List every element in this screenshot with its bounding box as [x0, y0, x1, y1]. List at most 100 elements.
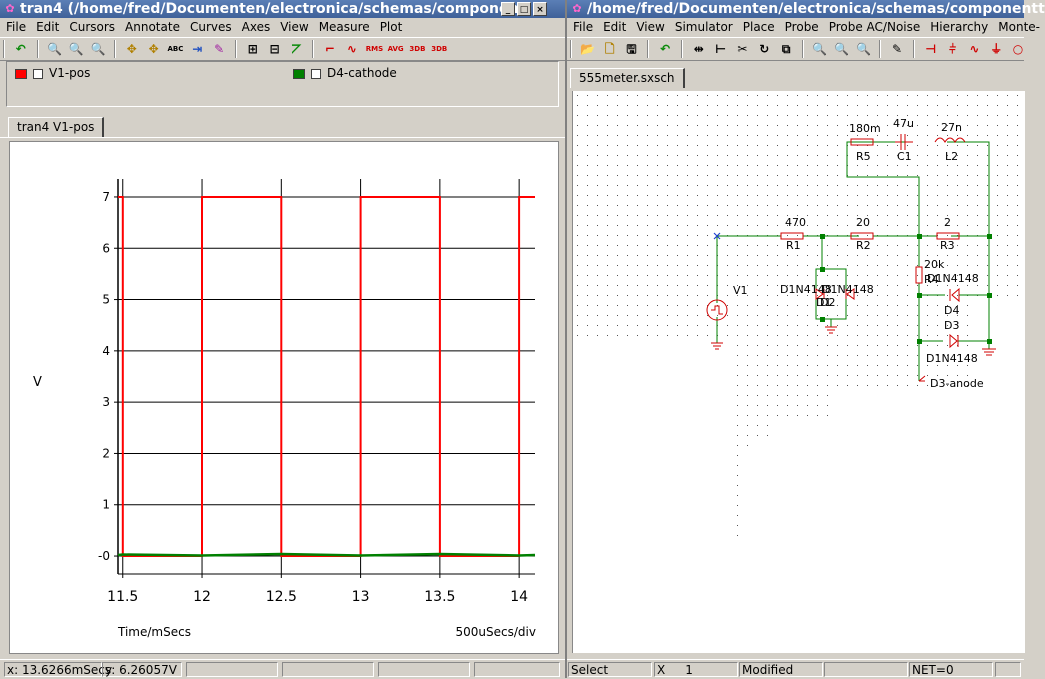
- graph-window-titlebar[interactable]: ✿ tran4 (/home/fred/Documenten/electroni…: [0, 0, 565, 18]
- source-v1-pulse: [711, 305, 723, 315]
- zoom-out-icon[interactable]: 🔍: [834, 42, 850, 56]
- zoom-in-icon[interactable]: 🔍: [47, 42, 62, 56]
- legend-item-d4-cathode[interactable]: D4-cathode: [293, 66, 397, 80]
- cursor-icon[interactable]: ✥: [126, 42, 137, 56]
- menu-place[interactable]: Place: [742, 20, 775, 34]
- avg-icon[interactable]: AVG: [387, 45, 404, 53]
- tab-tran4-v1-pos[interactable]: tran4 V1-pos: [8, 117, 105, 137]
- zoom-fit-icon[interactable]: 🔍: [812, 42, 828, 56]
- maximize-button[interactable]: □: [517, 2, 531, 16]
- zoom-fit-icon[interactable]: 🔍: [68, 42, 84, 56]
- more-icon[interactable]: ○: [1012, 42, 1024, 56]
- grid-axes-icon[interactable]: ⊟: [269, 42, 280, 56]
- resistor-r5: [850, 138, 874, 146]
- rise-icon[interactable]: ⌐: [325, 42, 336, 56]
- schematic-window-titlebar[interactable]: ✿ /home/fred/Documenten/electronica/sche…: [567, 0, 1045, 18]
- inductor-icon[interactable]: ∿: [969, 42, 980, 56]
- legend-checkbox[interactable]: [33, 68, 43, 79]
- svg-text:R4: R4: [924, 273, 939, 286]
- menu-cursors[interactable]: Cursors: [69, 20, 116, 34]
- y-tick-label: -0: [98, 549, 110, 563]
- menu-monte[interactable]: Monte-: [998, 20, 1040, 34]
- mirror-icon[interactable]: ⇹: [693, 42, 704, 56]
- x-tick-label: 14: [510, 589, 528, 605]
- menu-simulator[interactable]: Simulator: [674, 20, 733, 34]
- legend-swatch: [293, 68, 305, 79]
- probe-marker: [918, 375, 926, 382]
- menu-annotate[interactable]: Annotate: [125, 20, 180, 34]
- svg-text:27n: 27n: [941, 121, 962, 134]
- menu-curves[interactable]: Curves: [189, 20, 232, 34]
- x-axis-label: Time/mSecs: [117, 625, 191, 639]
- x-tick-label: 11.5: [107, 589, 138, 605]
- graph-toolbar: ↶ 🔍 🔍 🔍 ✥ ✥ ABC ⇥ ✎ ⊞ ⊟ ⦢ ⌐ ∿ RMS AVG 3D…: [0, 37, 565, 61]
- schematic-menubar: File Edit View Simulator Place Probe Probe AC/…: [567, 18, 1040, 36]
- ground-icon[interactable]: ⏚: [990, 42, 1003, 56]
- minimize-button[interactable]: _: [501, 2, 515, 16]
- toolbar-grip: [570, 40, 572, 58]
- menu-file[interactable]: File: [573, 20, 594, 34]
- fall-icon[interactable]: ∿: [346, 42, 357, 56]
- svg-text:D2: D2: [820, 296, 835, 309]
- grid-icon[interactable]: ⊞: [247, 42, 258, 56]
- menu-view[interactable]: View: [280, 20, 309, 34]
- menu-probe[interactable]: Probe: [784, 20, 819, 34]
- y-tick-label: 4: [102, 344, 110, 358]
- toolbar-separator: [879, 40, 882, 58]
- y-tick-label: 1: [102, 498, 110, 512]
- log-icon[interactable]: ⦢: [291, 42, 302, 56]
- copy-icon[interactable]: ⧉: [781, 42, 791, 56]
- menu-measure[interactable]: Measure: [318, 20, 370, 34]
- menu-view[interactable]: View: [636, 20, 665, 34]
- x-tick-label: 13.5: [424, 589, 455, 605]
- capacitor-icon[interactable]: ⊣: [925, 42, 937, 56]
- menu-file[interactable]: File: [6, 20, 27, 34]
- app-icon: ✿: [572, 2, 582, 15]
- open-icon[interactable]: 📂: [580, 42, 596, 56]
- ground-d1: [825, 326, 837, 334]
- menu-probe-ac-noise[interactable]: Probe AC/Noise: [828, 20, 921, 34]
- rotate-icon[interactable]: ↻: [759, 42, 770, 56]
- menu-plot[interactable]: Plot: [379, 20, 403, 34]
- cut-icon[interactable]: ✂: [737, 42, 748, 56]
- diode-d3: [949, 333, 959, 349]
- label-icon[interactable]: ABC: [167, 45, 184, 53]
- svg-text:D1N4148: D1N4148: [780, 283, 832, 296]
- svg-text:20k: 20k: [924, 258, 945, 271]
- y-tick-label: 5: [102, 293, 110, 307]
- 3db-alt-icon[interactable]: 3DB: [431, 45, 448, 53]
- 3db-icon[interactable]: 3DB: [409, 45, 426, 53]
- modified-status: Modified: [739, 662, 823, 677]
- y-tick-label: 7: [102, 190, 110, 204]
- mode-status: Select: [568, 662, 652, 677]
- legend-checkbox[interactable]: [311, 68, 321, 79]
- undo-icon[interactable]: ↶: [15, 42, 26, 56]
- move-icon[interactable]: ⇥: [192, 42, 203, 56]
- undo-icon[interactable]: ↶: [660, 42, 671, 56]
- graph-window-title: tran4 (/home/fred/Documenten/electronica…: [20, 1, 519, 17]
- zoom-in-icon[interactable]: 🔍: [855, 42, 871, 56]
- menu-hierarchy[interactable]: Hierarchy: [930, 20, 989, 34]
- new-icon[interactable]: 🗋: [604, 42, 615, 56]
- tab-555meter-sxsch[interactable]: 555meter.sxsch: [570, 68, 685, 88]
- zoom-out-icon[interactable]: 🔍: [90, 42, 106, 56]
- resistor-r2: [850, 232, 874, 240]
- close-button[interactable]: ×: [533, 2, 547, 16]
- save-icon[interactable]: 🖫: [626, 42, 637, 56]
- legend-item-v1-pos[interactable]: V1-pos: [15, 66, 90, 80]
- status-cell: [995, 662, 1021, 677]
- svg-text:R5: R5: [856, 150, 871, 163]
- cursor-pair-icon[interactable]: ✥: [148, 42, 159, 56]
- menu-edit[interactable]: Edit: [603, 20, 627, 34]
- menu-axes[interactable]: Axes: [241, 20, 271, 34]
- graph-statusbar: x: 13.6266mSecs y: 6.26057V: [0, 659, 565, 679]
- wire-icon[interactable]: ⊢: [715, 42, 727, 56]
- color-icon[interactable]: ✎: [214, 42, 225, 56]
- graph-tabstrip: tran4 V1-pos: [0, 115, 565, 138]
- pencil-icon[interactable]: ✎: [892, 42, 903, 56]
- rms-icon[interactable]: RMS: [365, 45, 384, 53]
- schematic-canvas[interactable]: 470 R1 20 R2 2 R3 20k R4 180m R5 47u C1 …: [572, 91, 1025, 653]
- menu-edit[interactable]: Edit: [36, 20, 60, 34]
- resistor-icon[interactable]: ⫩: [949, 42, 956, 56]
